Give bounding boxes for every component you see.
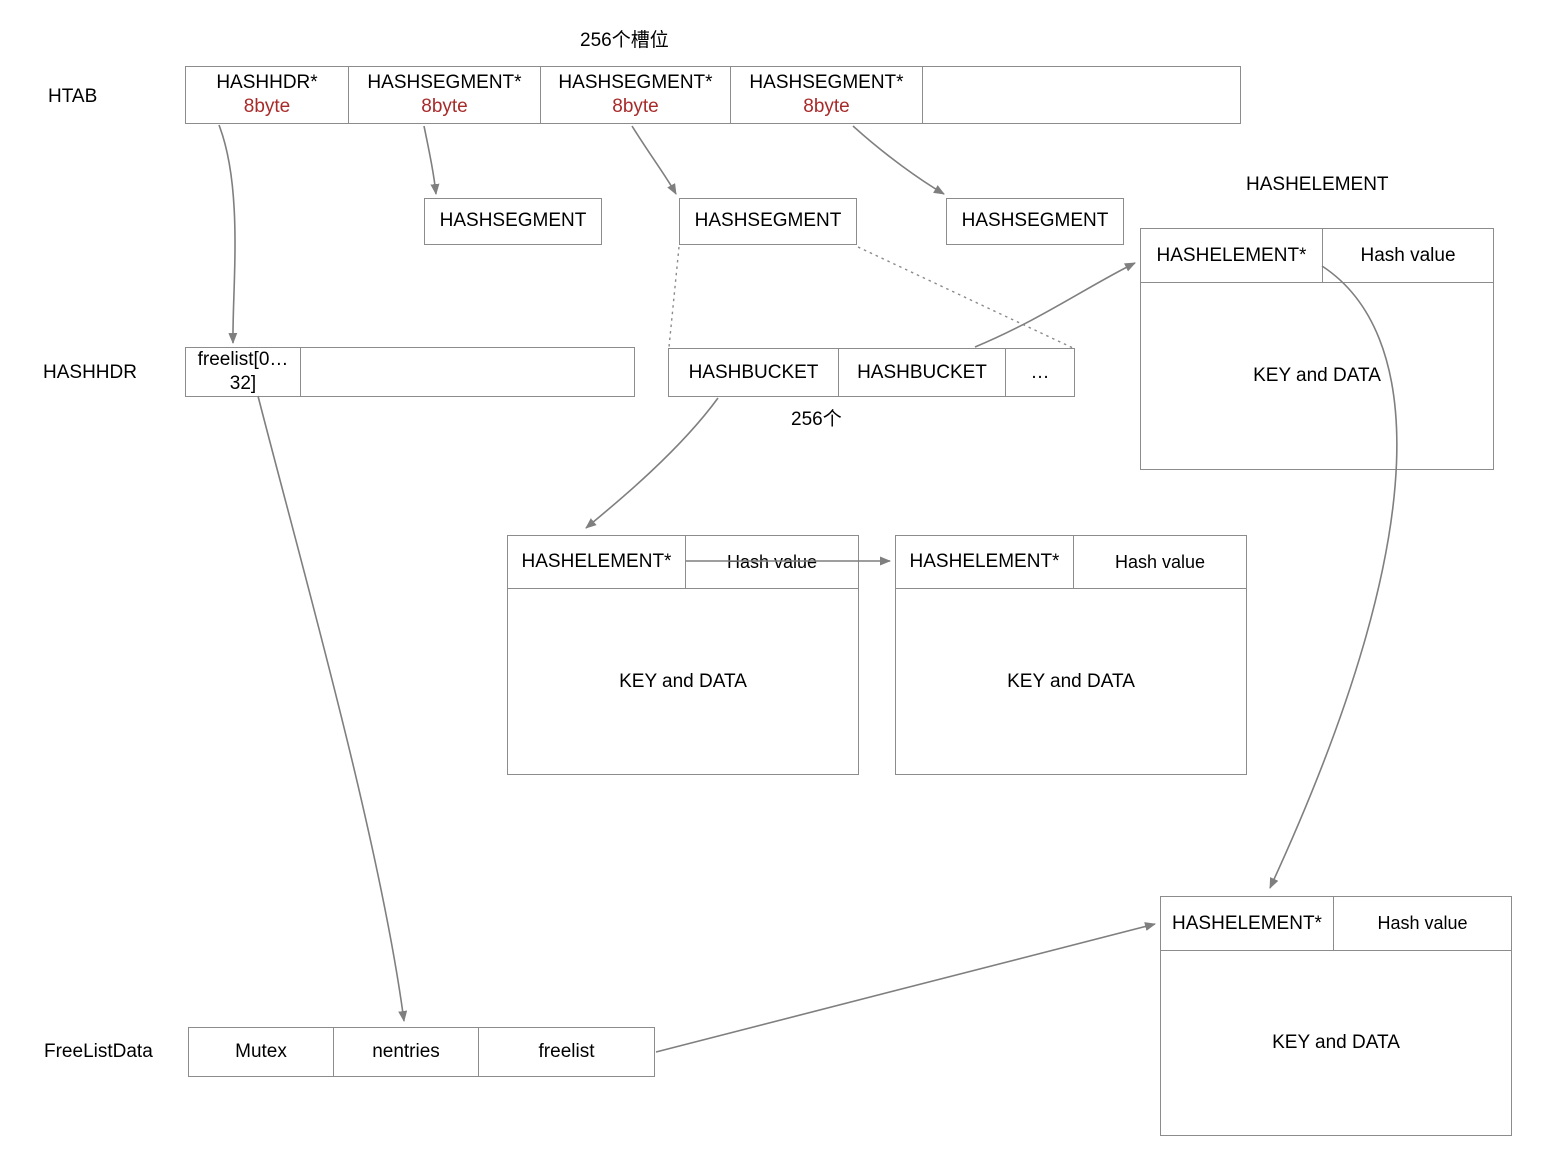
hashbucket-cell-1-label: HASHBUCKET [688,361,819,383]
hashelement-bottom-right-ptr[interactable]: HASHELEMENT* [1161,897,1334,950]
hashelement-top-right[interactable]: HASHELEMENT* Hash value KEY and DATA [1140,228,1494,470]
hashelement-mid-left-hash: Hash value [726,551,818,572]
htab-cell-hashhdr-ptr[interactable]: HASHHDR* 8byte [186,67,349,123]
arrow-seg-ptr3-to-segbox3 [852,125,945,195]
freelistdata-row: Mutex nentries freelist [188,1027,655,1077]
arrow-bucket-to-hashelement-top-right [974,262,1136,348]
hashelement-mid-right-header: HASHELEMENT* Hash value [896,536,1246,589]
hashbucket-cell-2-label: HASHBUCKET [857,361,987,383]
hashhdr-freelist-line2: 32] [229,373,257,394]
arrow-seg-ptr2-to-segbox2 [631,125,677,195]
dotted-segbox2-left-to-buckets [668,246,680,348]
htab-cell-hashsegment-ptr-2[interactable]: HASHSEGMENT* 8byte [541,67,731,123]
htab-cell-hashhdr-ptr-size: 8byte [243,96,291,117]
hashelement-mid-right-ptr[interactable]: HASHELEMENT* [896,536,1074,588]
arrow-hashhdr-freelist-to-freelistdata [257,395,408,1022]
htab-cell-hashhdr-ptr-name: HASHHDR* [216,72,318,94]
hashelement-top-right-ptr[interactable]: HASHELEMENT* [1141,229,1323,282]
htab-cell-empty[interactable] [923,67,1240,123]
freelistdata-cell-freelist[interactable]: freelist [479,1028,654,1076]
hashelement-bottom-right-hash: Hash value [1377,913,1468,933]
hashhdr-freelist-line1: freelist[0… [197,349,289,371]
htab-cell-hashsegment-ptr-3-name: HASHSEGMENT* [749,72,904,94]
hashhdr-cell-freelist-array[interactable]: freelist[0… 32] [186,348,301,396]
hashsegment-box-3-label: HASHSEGMENT [961,210,1109,232]
dotted-segbox2-right-to-buckets [857,246,1074,349]
freelistdata-cell-freelist-label: freelist [538,1041,595,1063]
hashelement-mid-left-body: KEY and DATA [619,670,747,692]
freelistdata-row-label: FreeListData [44,1041,153,1062]
arrow-bucket1-to-hashelement-mid-left [585,397,719,529]
hashhdr-row: freelist[0… 32] [185,347,635,397]
hashsegment-box-2[interactable]: HASHSEGMENT [679,198,857,245]
freelistdata-cell-nentries[interactable]: nentries [334,1028,479,1076]
hashelement-mid-left-ptr[interactable]: HASHELEMENT* [508,536,686,588]
htab-cell-hashsegment-ptr-1-size: 8byte [421,96,468,117]
arrow-seg-ptr1-to-segbox1 [423,125,440,195]
hashelement-mid-left-header: HASHELEMENT* Hash value [508,536,858,589]
hashbucket-row: HASHBUCKET HASHBUCKET … [668,348,1075,397]
hashelement-bottom-right[interactable]: HASHELEMENT* Hash value KEY and DATA [1160,896,1512,1136]
hashbucket-cell-ellipsis-label: … [1030,361,1050,383]
hashsegment-box-3[interactable]: HASHSEGMENT [946,198,1124,245]
htab-cell-hashsegment-ptr-1-name: HASHSEGMENT* [367,72,522,94]
hashsegment-box-1[interactable]: HASHSEGMENT [424,198,602,245]
hashbucket-count-label: 256个 [791,409,842,430]
hashelement-top-right-header: HASHELEMENT* Hash value [1141,229,1493,283]
hashhdr-row-label: HASHHDR [43,362,137,383]
htab-cell-hashsegment-ptr-3[interactable]: HASHSEGMENT* 8byte [731,67,923,123]
hashhdr-cell-rest[interactable] [301,348,634,396]
htab-cell-hashsegment-ptr-2-size: 8byte [612,96,659,117]
hashelement-top-right-body: KEY and DATA [1253,365,1381,386]
hashsegment-box-1-label: HASHSEGMENT [439,210,587,232]
hashbucket-cell-ellipsis[interactable]: … [1006,349,1074,396]
htab-row-label: HTAB [48,86,98,107]
hashelement-bottom-right-header: HASHELEMENT* Hash value [1161,897,1511,951]
arrow-freelistdata-to-hashelement-bottom-right [655,922,1156,1053]
htab-row: HASHHDR* 8byte HASHSEGMENT* 8byte HASHSE… [185,66,1241,124]
hashelement-mid-left[interactable]: HASHELEMENT* Hash value KEY and DATA [507,535,859,775]
hashelement-bottom-right-body: KEY and DATA [1272,1032,1400,1053]
freelistdata-cell-mutex[interactable]: Mutex [189,1028,334,1076]
htab-cell-hashsegment-ptr-3-size: 8byte [803,96,850,117]
hashelement-mid-right-hash: Hash value [1114,551,1206,572]
hashelement-top-right-hash: Hash value [1360,244,1456,266]
freelistdata-cell-mutex-label: Mutex [235,1041,287,1063]
hashelement-group-title: HASHELEMENT [1246,174,1389,195]
hashbucket-cell-1[interactable]: HASHBUCKET [669,349,839,396]
arrow-hashhdr-ptr-to-hashhdr [218,124,238,344]
hashelement-mid-right-body: KEY and DATA [1007,670,1135,692]
htab-cell-hashsegment-ptr-2-name: HASHSEGMENT* [558,72,713,94]
hashsegment-box-2-label: HASHSEGMENT [694,210,842,232]
hashelement-mid-right[interactable]: HASHELEMENT* Hash value KEY and DATA [895,535,1247,775]
freelistdata-cell-nentries-label: nentries [372,1041,440,1063]
htab-cell-hashsegment-ptr-1[interactable]: HASHSEGMENT* 8byte [349,67,541,123]
slots-count-label: 256个槽位 [580,30,669,51]
hashbucket-cell-2[interactable]: HASHBUCKET [839,349,1006,396]
